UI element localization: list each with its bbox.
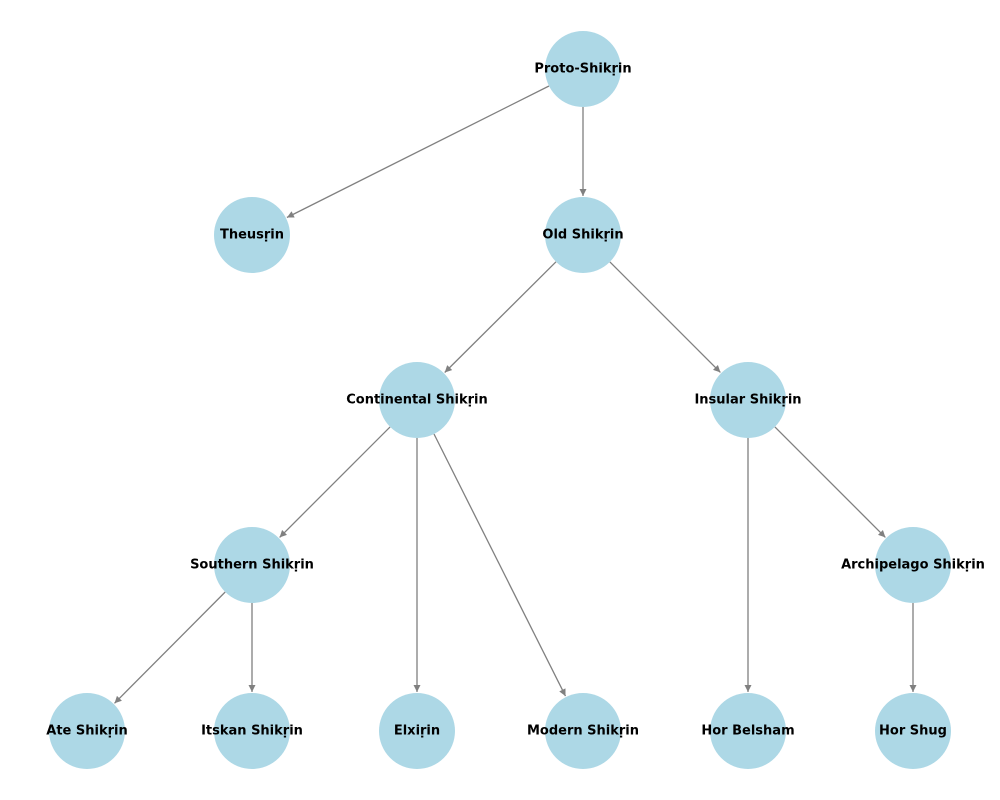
node-circle [545, 693, 621, 769]
node-ate: Ate Shikṛin [46, 693, 128, 769]
node-label: Proto-Shikṛin [534, 62, 631, 77]
node-label: Hor Shug [879, 724, 947, 739]
node-label: Theusṛin [220, 228, 284, 243]
node-circle [875, 693, 951, 769]
edge-insular-to-archipelago [774, 426, 886, 538]
node-southern: Southern Shikṛin [190, 527, 314, 603]
node-circle [545, 197, 621, 273]
node-elxirin: Elxiṛin [379, 693, 455, 769]
node-circle [379, 693, 455, 769]
node-circle [379, 362, 455, 438]
edge-continental-to-modern [433, 433, 567, 697]
node-modern: Modern Shikṛin [527, 693, 639, 769]
node-circle [875, 527, 951, 603]
node-horshug: Hor Shug [875, 693, 951, 769]
node-label: Southern Shikṛin [190, 558, 314, 573]
node-label: Hor Belsham [701, 724, 794, 739]
node-label: Insular Shikṛin [694, 393, 801, 408]
node-insular: Insular Shikṛin [694, 362, 802, 438]
edge-continental-to-southern [279, 426, 391, 538]
node-horbelsham: Hor Belsham [701, 693, 795, 769]
node-theus: Theusṛin [214, 197, 290, 273]
edge-old-to-insular [609, 261, 721, 373]
node-circle [214, 197, 290, 273]
node-circle [545, 31, 621, 107]
node-label: Old Shikṛin [542, 228, 623, 243]
edge-proto-to-theus [286, 85, 550, 219]
node-itskan: Itskan Shikṛin [201, 693, 303, 769]
node-circle [49, 693, 125, 769]
node-label: Elxiṛin [394, 724, 440, 739]
node-archipelago: Archipelago Shikṛin [841, 527, 985, 603]
edge-old-to-continental [444, 261, 557, 373]
node-label: Modern Shikṛin [527, 724, 639, 739]
node-label: Archipelago Shikṛin [841, 558, 985, 573]
node-label: Continental Shikṛin [346, 393, 488, 408]
node-continental: Continental Shikṛin [346, 362, 488, 438]
node-circle [214, 693, 290, 769]
node-circle [214, 527, 290, 603]
edges-layer [114, 85, 917, 704]
node-label: Itskan Shikṛin [201, 724, 303, 739]
node-circle [710, 362, 786, 438]
node-label: Ate Shikṛin [46, 724, 127, 739]
node-proto: Proto-Shikṛin [534, 31, 632, 107]
edge-southern-to-ate [114, 591, 226, 704]
node-old: Old Shikṛin [542, 197, 624, 273]
node-circle [710, 693, 786, 769]
